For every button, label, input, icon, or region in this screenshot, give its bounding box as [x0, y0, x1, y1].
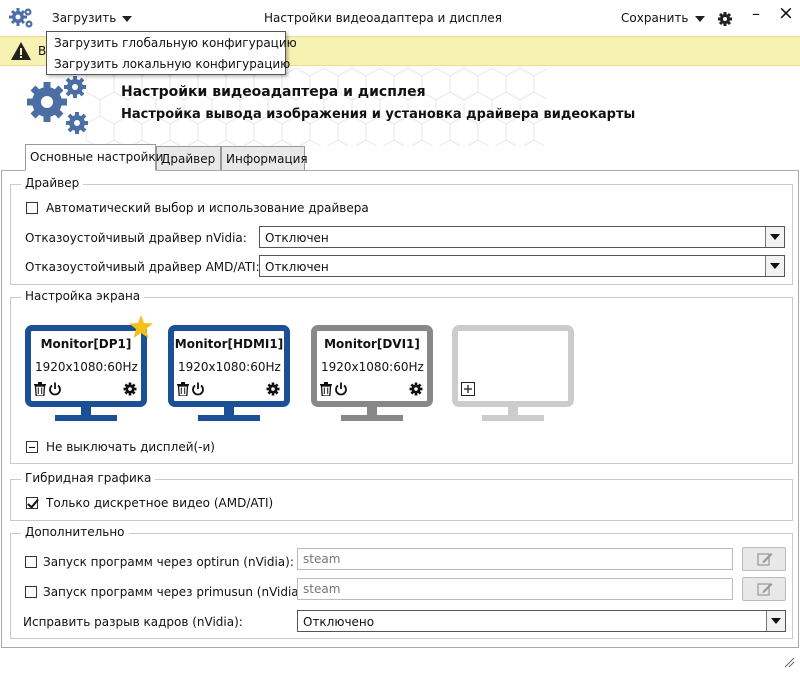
close-button[interactable]: × [778, 2, 794, 24]
title-bar: Загрузить Настройки видеоадаптера и дисп… [0, 0, 800, 36]
monitor-name: Monitor[DP1] [40, 337, 132, 351]
monitor-hdmi1[interactable]: Monitor[HDMI1] 1920x1080:60Hz [168, 325, 290, 425]
hybrid-graphics-group: Гибридная графика Только дискретное виде… [10, 471, 793, 521]
monitor-base [55, 415, 117, 421]
auto-driver-checkbox[interactable] [26, 202, 38, 214]
edit-icon [757, 552, 773, 569]
chevron-down-icon[interactable] [766, 611, 785, 631]
monitor-name: Monitor[DVI1] [324, 337, 420, 351]
monitor-screen: Monitor[HDMI1] 1920x1080:60Hz [168, 325, 290, 407]
menu-item-load-global[interactable]: Загрузить глобальную конфигурацию [54, 36, 297, 50]
power-icon[interactable] [48, 382, 62, 399]
status-bar [0, 648, 800, 674]
primusun-edit-button[interactable] [742, 577, 786, 601]
add-monitor-icon[interactable] [461, 382, 475, 399]
tab-main-settings[interactable]: Основные настройки [25, 144, 163, 171]
amd-failsafe-value: Отключен [265, 260, 329, 274]
primusun-label: Запуск программ через primusun (nVidia): [43, 585, 308, 599]
monitor-resolution: 1920x1080:60Hz [35, 360, 138, 374]
tab-driver[interactable]: Драйвер [156, 146, 221, 170]
chevron-down-icon [694, 15, 705, 22]
tearing-fix-select[interactable]: Отключено [297, 610, 786, 632]
discrete-video-label: Только дискретное видео (AMD/ATI) [46, 496, 274, 510]
chevron-down-icon [122, 15, 133, 22]
load-dropdown-menu: Загрузить глобальную конфигурацию Загруз… [46, 31, 297, 75]
chevron-down-icon[interactable] [765, 227, 784, 247]
gear-icon[interactable] [123, 382, 137, 399]
monitor-dp1[interactable]: Monitor[DP1] 1920x1080:60Hz [25, 315, 153, 425]
monitor-screen: Monitor[DP1] 1920x1080:60Hz [25, 325, 147, 407]
trash-icon[interactable] [320, 382, 332, 399]
nvidia-failsafe-select[interactable]: Отключен [259, 226, 785, 248]
monitor-base [482, 415, 544, 421]
tearing-fix-value: Отключено [303, 615, 375, 629]
load-menu-label: Загрузить [52, 11, 117, 25]
power-icon[interactable] [334, 382, 348, 399]
monitor-actions [320, 382, 424, 398]
monitor-resolution: 1920x1080:60Hz [321, 360, 424, 374]
monitor-stand [367, 407, 377, 415]
extra-group-title: Дополнительно [21, 525, 129, 539]
edit-icon [757, 582, 773, 599]
amd-failsafe-select[interactable]: Отключен [259, 255, 785, 277]
load-menu-button[interactable]: Загрузить [52, 11, 133, 25]
trash-icon[interactable] [177, 382, 189, 399]
extra-group: Дополнительно Запуск программ через opti… [10, 525, 793, 639]
keep-display-on-checkbox[interactable] [26, 441, 38, 453]
primusun-checkbox[interactable] [25, 586, 37, 598]
hexagon-background-pattern [86, 68, 546, 146]
window-title: Настройки видеоадаптера и дисплея [264, 11, 502, 25]
hybrid-group-title: Гибридная графика [21, 471, 156, 485]
settings-gear-icon[interactable] [717, 11, 733, 30]
monitor-actions [177, 382, 281, 398]
nvidia-failsafe-label: Отказоустойчивый драйвер nVidia: [25, 231, 247, 245]
monitor-stand [224, 407, 234, 415]
monitor-base [341, 415, 403, 421]
keep-display-on-label: Не выключать дисплей(-и) [46, 440, 215, 454]
monitor-base [198, 415, 260, 421]
resize-grip-icon[interactable] [784, 657, 795, 671]
minimize-button[interactable]: – [752, 4, 760, 23]
tab-information[interactable]: Информация [221, 146, 308, 170]
primusun-input[interactable] [297, 578, 733, 600]
trash-icon[interactable] [34, 382, 46, 399]
monitor-name: Monitor[HDMI1] [174, 337, 284, 351]
header-gears-icon [25, 72, 93, 139]
save-menu-label: Сохранить [621, 11, 689, 25]
header-title: Настройки видеоадаптера и дисплея [121, 84, 426, 100]
tearing-fix-label: Исправить разрыв кадров (nVidia): [23, 615, 243, 629]
discrete-video-checkbox[interactable] [26, 497, 38, 509]
monitor-stand [81, 407, 91, 415]
warning-text: В [38, 44, 47, 58]
nvidia-failsafe-value: Отключен [265, 231, 329, 245]
screen-group-title: Настройка экрана [21, 289, 145, 303]
warning-icon [10, 41, 32, 64]
optirun-edit-button[interactable] [742, 547, 786, 571]
gear-icon[interactable] [266, 382, 280, 399]
chevron-down-icon[interactable] [765, 256, 784, 276]
main-settings-panel: Драйвер Автоматический выбор и использов… [1, 170, 799, 648]
primary-star-icon [129, 315, 153, 341]
monitor-add-slot[interactable] [452, 325, 574, 425]
screen-group: Настройка экрана Monitor[DP1] 1920x1080:… [10, 289, 793, 464]
save-menu-button[interactable]: Сохранить [621, 11, 705, 25]
amd-failsafe-label: Отказоустойчивый драйвер AMD/ATI: [25, 260, 260, 274]
monitor-resolution: 1920x1080:60Hz [178, 360, 281, 374]
driver-group: Драйвер Автоматический выбор и использов… [10, 176, 793, 285]
app-gears-icon [9, 7, 35, 34]
auto-driver-label: Автоматический выбор и использование дра… [46, 201, 369, 215]
monitor-screen [452, 325, 574, 407]
optirun-label: Запуск программ через optirun (nVidia): [43, 555, 294, 569]
optirun-checkbox[interactable] [25, 556, 37, 568]
monitor-dvi1[interactable]: Monitor[DVI1] 1920x1080:60Hz [311, 325, 433, 425]
monitor-stand [508, 407, 518, 415]
header-subtitle: Настройка вывода изображения и установка… [121, 107, 636, 122]
power-icon[interactable] [191, 382, 205, 399]
monitor-screen: Monitor[DVI1] 1920x1080:60Hz [311, 325, 433, 407]
monitor-actions [34, 382, 138, 398]
menu-item-load-local[interactable]: Загрузить локальную конфигурацию [54, 57, 291, 71]
driver-group-title: Драйвер [21, 176, 84, 190]
gear-icon[interactable] [409, 382, 423, 399]
optirun-input[interactable] [297, 548, 733, 570]
